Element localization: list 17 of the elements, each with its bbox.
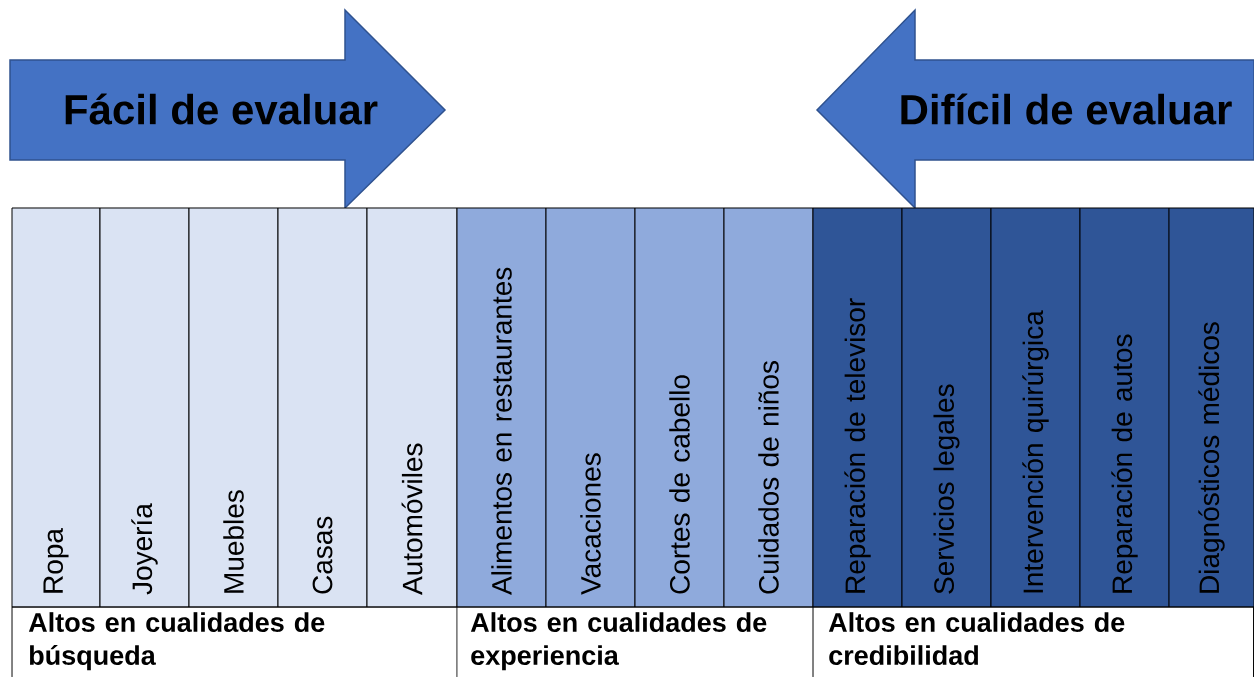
category-label: Altos en cualidades de experiencia [470,612,767,671]
table-column: Reparación de televisor [812,207,903,608]
table-column: Alimentos en restaurantes [456,207,547,608]
table-column: Muebles [188,207,279,608]
table-column: Vacaciones [545,207,636,608]
table-column: Casas [277,207,368,608]
table-column: Cuidados de niños [723,207,814,608]
table-column: Automóviles [366,207,458,608]
category-label: Altos en cualidades de búsqueda [28,612,325,671]
table-column: Joyería [99,207,190,608]
table-column: Reparación de autos [1079,207,1170,608]
table-column: Ropa [11,207,101,608]
table-column: Servicios legales [901,207,992,608]
table-column: Intervención quirúrgica [990,207,1081,608]
category-label: Altos en cualidades de credibilidad [828,612,1125,665]
table-column: Diagnósticos médicos [1168,207,1254,608]
table-column: Cortes de cabello [634,207,725,608]
